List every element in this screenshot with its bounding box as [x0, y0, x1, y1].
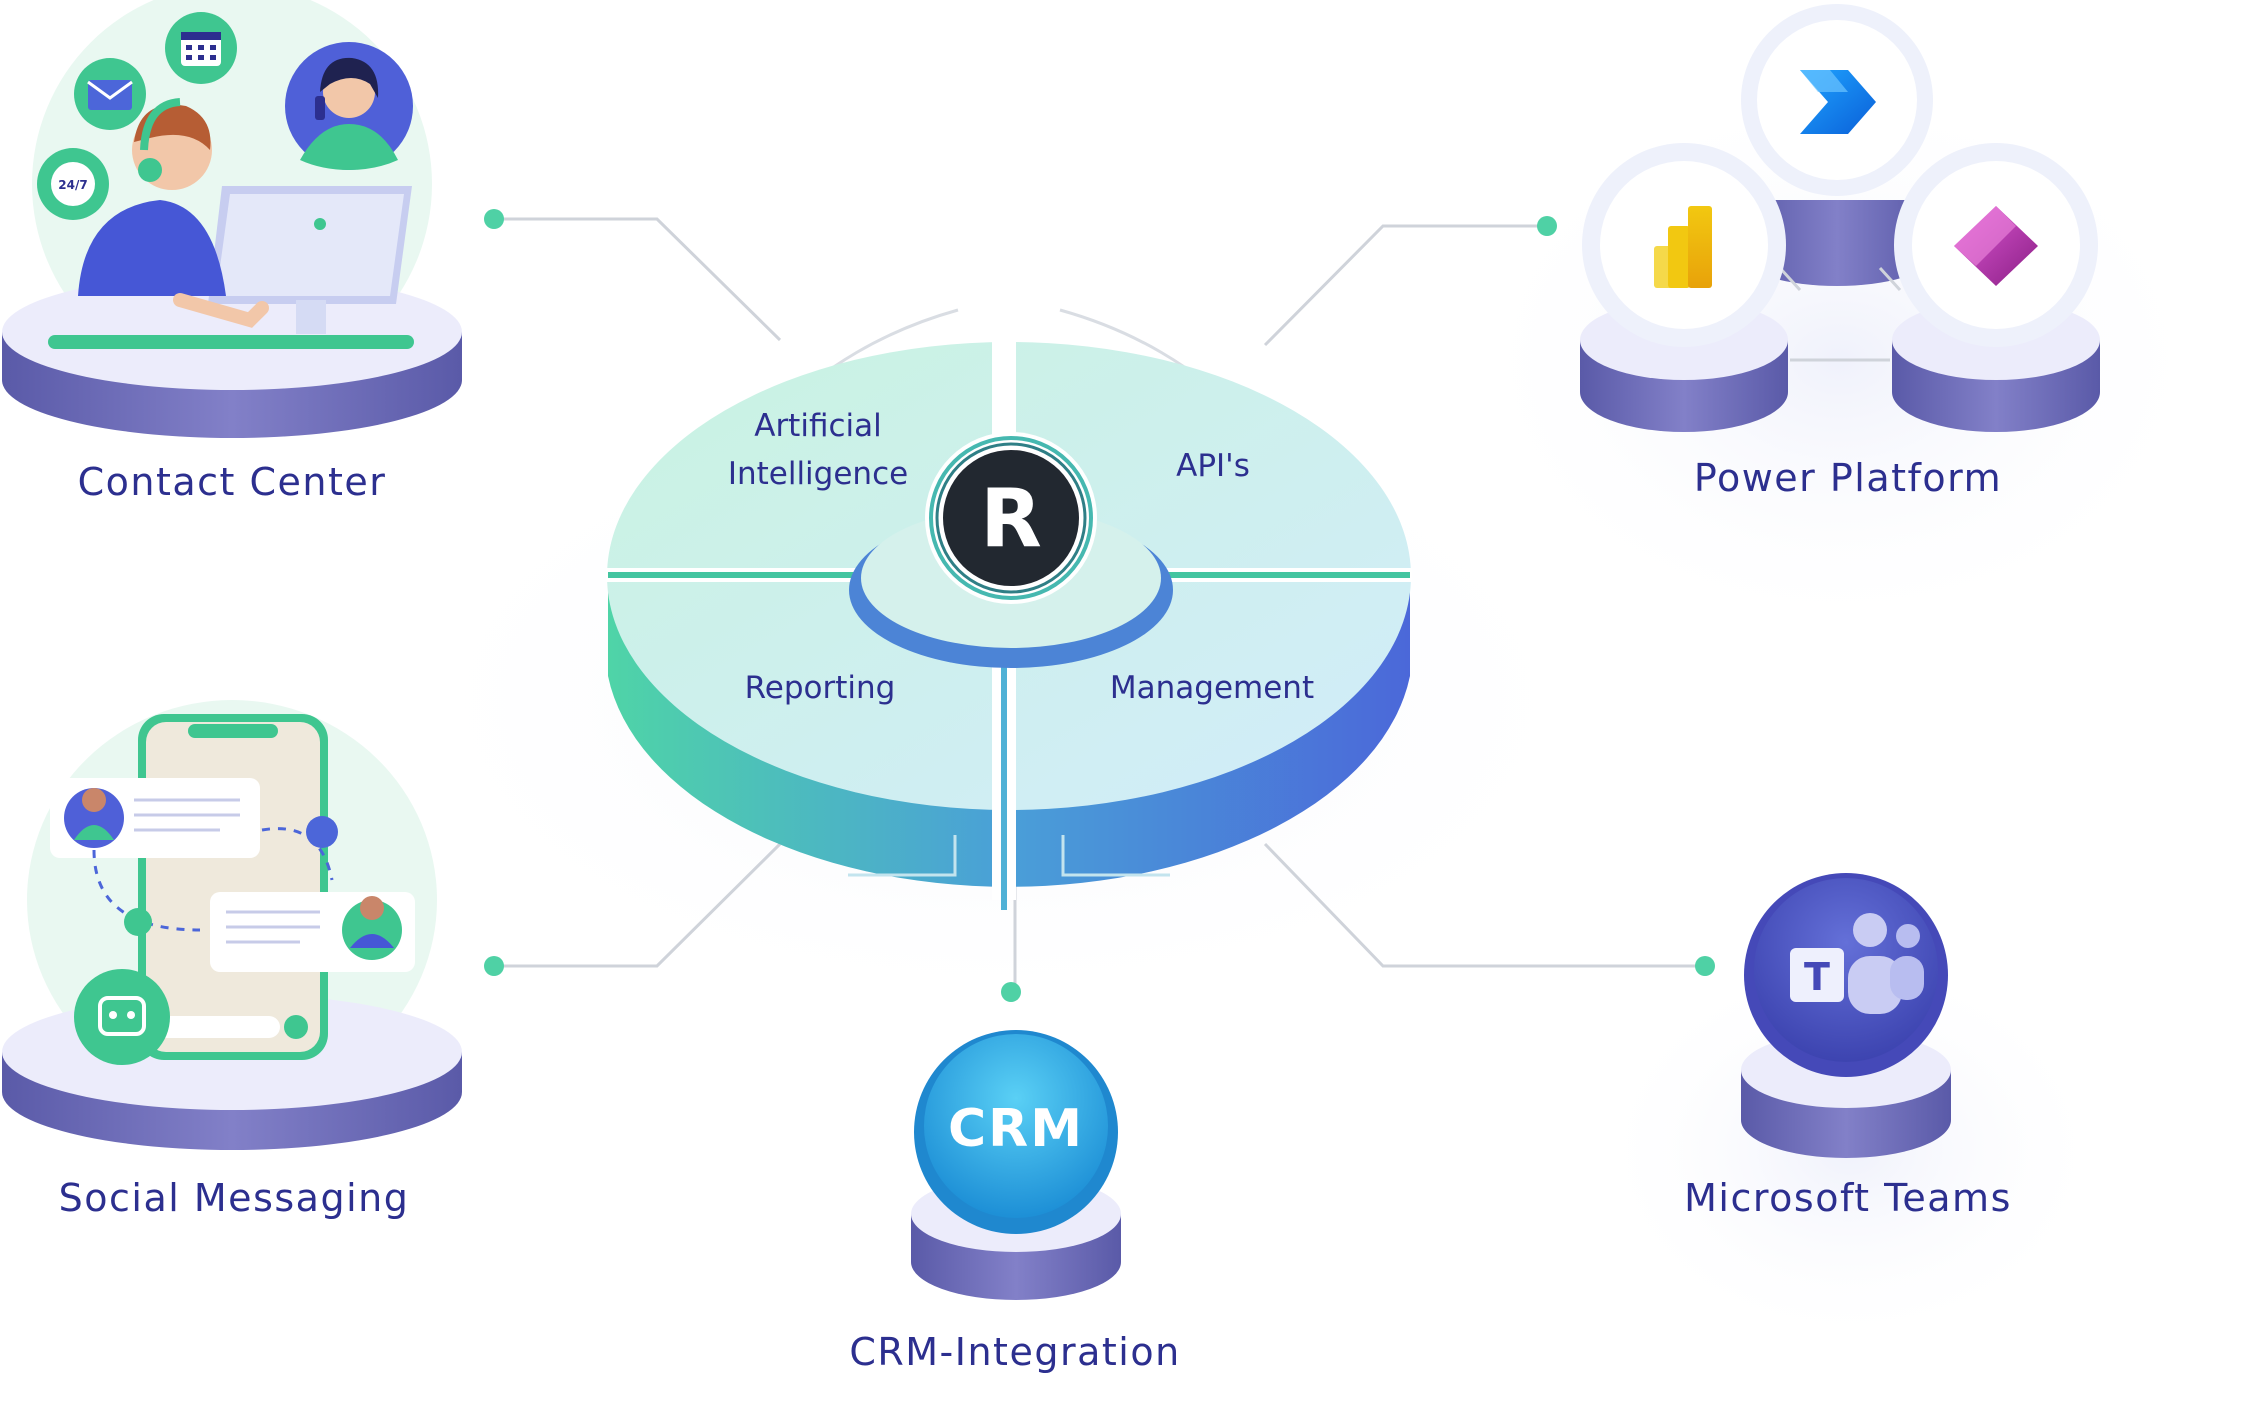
chat-card-right — [210, 892, 415, 972]
segment-label-ai: Artificial Intelligence — [728, 402, 908, 498]
teams-letter: T — [1804, 955, 1830, 999]
power-bi-icon — [1654, 206, 1712, 288]
dot-power-platform — [1537, 216, 1557, 236]
label-crm-integration: CRM-Integration — [849, 1330, 1181, 1374]
chat-card-left — [50, 778, 260, 858]
segment-label-ai-line2: Intelligence — [727, 456, 909, 492]
segment-label-apis: API's — [1176, 448, 1250, 484]
mail-icon — [74, 58, 146, 130]
clock-label: 24/7 — [58, 178, 87, 192]
node-microsoft-teams: T — [1741, 873, 1951, 1158]
label-social-messaging: Social Messaging — [58, 1176, 410, 1220]
node-social-messaging — [2, 700, 462, 1150]
dot-microsoft-teams — [1695, 956, 1715, 976]
power-apps-icon — [1954, 206, 2038, 286]
label-contact-center: Contact Center — [77, 460, 387, 504]
segment-label-management: Management — [1109, 670, 1315, 706]
connector-social-messaging — [494, 842, 782, 968]
connector-contact-center — [494, 217, 782, 342]
chat-bubble-icon — [306, 816, 338, 848]
label-power-platform: Power Platform — [1693, 456, 2003, 500]
node-crm-integration: CRM — [911, 1030, 1121, 1300]
segment-label-reporting: Reporting — [744, 670, 896, 706]
monitor-icon — [208, 186, 412, 334]
segment-label-ai-line1: Artificial — [754, 408, 882, 444]
r-logo-letter: R — [980, 472, 1042, 565]
crm-badge: CRM — [948, 1099, 1084, 1159]
dot-crm — [1001, 982, 1021, 1002]
r-logo: R — [925, 432, 1097, 604]
connector-microsoft-teams — [1263, 842, 1705, 968]
teams-icon: T — [1790, 913, 1924, 1014]
node-power-platform — [1580, 4, 2100, 432]
central-disc — [606, 340, 1412, 910]
connector-power-platform — [1263, 224, 1547, 347]
clock-icon: 24/7 — [37, 148, 109, 220]
bot-icon — [74, 969, 170, 1065]
calendar-icon — [165, 12, 237, 84]
agent-headset-icon — [78, 98, 269, 328]
dot-social-messaging — [484, 956, 504, 976]
microphone-icon — [284, 1015, 308, 1039]
phone-icon — [315, 96, 325, 120]
power-automate-icon — [1800, 70, 1876, 134]
connector-dots — [484, 209, 1715, 1002]
dot-contact-center — [484, 209, 504, 229]
node-contact-center: 24/7 — [2, 0, 462, 438]
phone-agent-avatar — [285, 42, 413, 170]
label-microsoft-teams: Microsoft Teams — [1684, 1176, 2012, 1220]
